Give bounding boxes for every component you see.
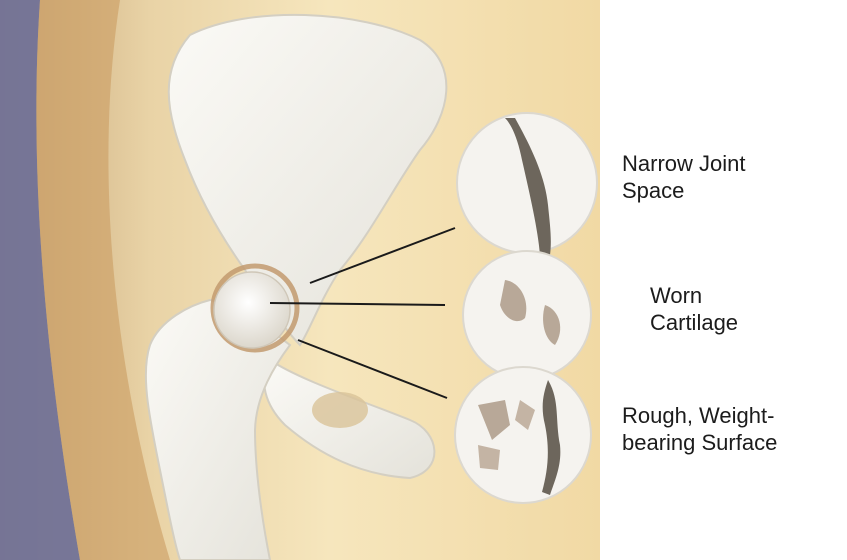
detail-rough-surface [455, 367, 591, 503]
label-worn-cartilage: Worn Cartilage [650, 282, 738, 336]
label-narrow-joint-space: Narrow Joint Space [622, 150, 745, 204]
label-worn-cartilage-line1: Worn [650, 282, 738, 309]
obturator-foramen [312, 392, 368, 428]
detail-joint-space [457, 113, 597, 255]
label-rough-weight-bearing-surface: Rough, Weight- bearing Surface [622, 402, 777, 456]
label-narrow-joint-space-line1: Narrow Joint [622, 150, 745, 177]
label-rough-surface-line2: bearing Surface [622, 429, 777, 456]
femoral-head [214, 272, 290, 348]
label-worn-cartilage-line2: Cartilage [650, 309, 738, 336]
detail-worn-cartilage [463, 251, 591, 379]
label-narrow-joint-space-line2: Space [622, 177, 745, 204]
label-rough-surface-line1: Rough, Weight- [622, 402, 777, 429]
hip-joint-illustration [0, 0, 600, 560]
